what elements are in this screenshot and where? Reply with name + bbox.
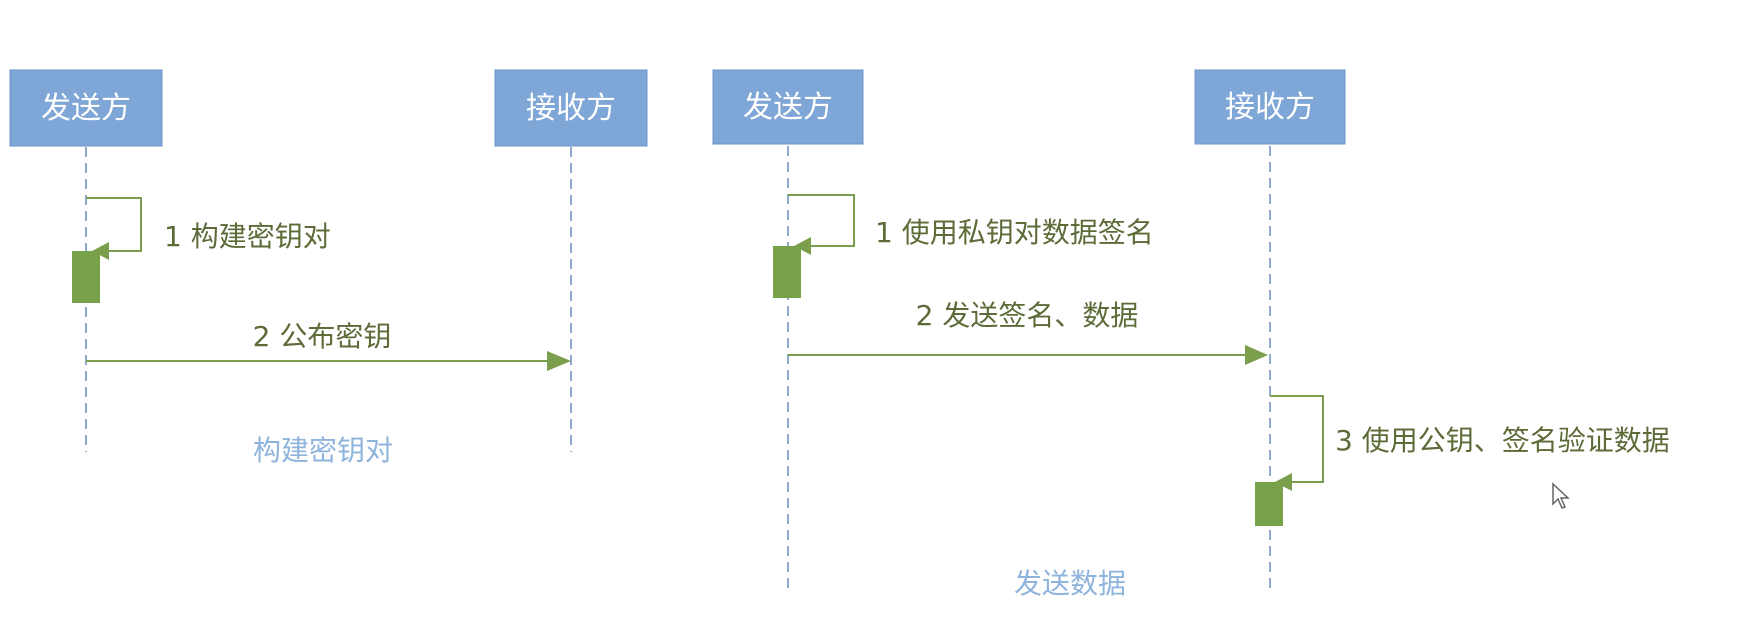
self-message-2-3: 3 使用公钥、签名验证数据 — [1255, 395, 1670, 526]
arrowhead — [547, 351, 571, 371]
participant-sender-2: 发送方 — [712, 69, 864, 145]
message-1-1-label: 1 构建密钥对 — [164, 220, 331, 253]
participant-receiver-1: 接收方 — [494, 69, 648, 147]
arrowhead — [794, 237, 811, 255]
call-message-1-2: 2 公布密钥 — [86, 320, 571, 371]
diagram-1: 发送方 接收方 1 构建密钥对 2 公布密钥 构建密钥对 — [9, 69, 648, 467]
call-message-2-2: 2 发送签名、数据 — [788, 299, 1268, 365]
arrowhead — [1275, 473, 1292, 491]
activation-bar-2-1 — [773, 246, 801, 298]
activation-bar-1-1 — [72, 251, 100, 303]
message-1-2-label: 2 公布密钥 — [253, 320, 392, 353]
participant-sender-2-label: 发送方 — [743, 90, 833, 125]
participant-sender-1-label: 发送方 — [41, 91, 131, 126]
diagram-2: 发送方 接收方 1 使用私钥对数据签名 2 发送签名、数据 3 使用公钥、签名验… — [712, 69, 1670, 600]
arrowhead — [1245, 345, 1268, 365]
diagram-2-caption: 发送数据 — [1014, 567, 1126, 600]
participant-receiver-2-label: 接收方 — [1225, 90, 1315, 125]
participant-sender-1: 发送方 — [9, 69, 163, 147]
message-2-1-label: 1 使用私钥对数据签名 — [875, 216, 1154, 249]
mouse-pointer-icon — [1552, 482, 1570, 509]
diagram-1-caption: 构建密钥对 — [253, 434, 393, 467]
arrowhead — [92, 242, 109, 260]
activation-bar-2-3 — [1255, 482, 1283, 526]
self-message-2-1: 1 使用私钥对数据签名 — [773, 194, 1154, 298]
message-2-3-label: 3 使用公钥、签名验证数据 — [1335, 424, 1670, 457]
self-message-1-1: 1 构建密钥对 — [72, 197, 331, 303]
participant-receiver-2: 接收方 — [1194, 69, 1346, 145]
message-2-2-label: 2 发送签名、数据 — [916, 299, 1139, 332]
participant-receiver-1-label: 接收方 — [526, 91, 616, 126]
